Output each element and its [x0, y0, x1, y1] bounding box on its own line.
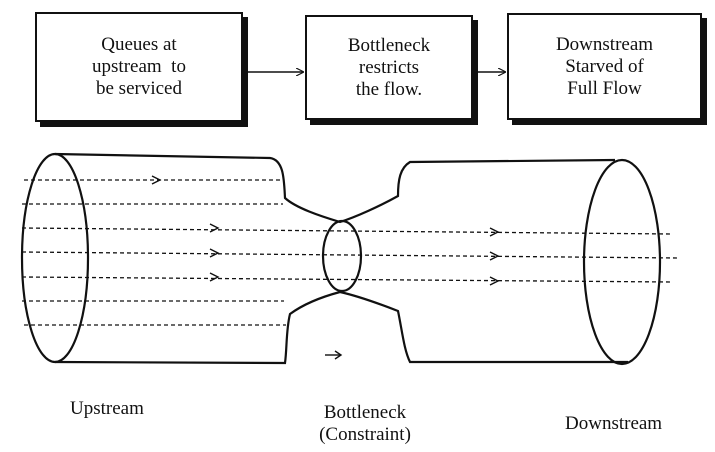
flow-arrow-icon — [210, 249, 218, 257]
flow-arrow-icon — [210, 273, 218, 281]
upstream-opening — [22, 154, 88, 362]
bottleneck-label: Bottleneck (Constraint) — [300, 402, 430, 446]
small-arrow-icon — [325, 351, 341, 359]
bottleneck-throat — [323, 221, 361, 291]
flow-arrow-icon — [210, 224, 218, 232]
flow-line — [22, 277, 672, 282]
downstream-opening — [584, 160, 660, 364]
bottleneck-label-line-2: (Constraint) — [300, 424, 430, 446]
upstream-label: Upstream — [70, 398, 144, 420]
flow-lines — [22, 180, 678, 325]
downstream-label: Downstream — [565, 413, 662, 435]
flow-line — [22, 252, 678, 258]
pipe-bottom-contour — [55, 292, 628, 363]
pipe-outline — [22, 154, 660, 364]
pipe-top-contour — [55, 154, 615, 222]
flow-line — [22, 228, 672, 234]
bottleneck-label-line-1: Bottleneck — [300, 402, 430, 424]
